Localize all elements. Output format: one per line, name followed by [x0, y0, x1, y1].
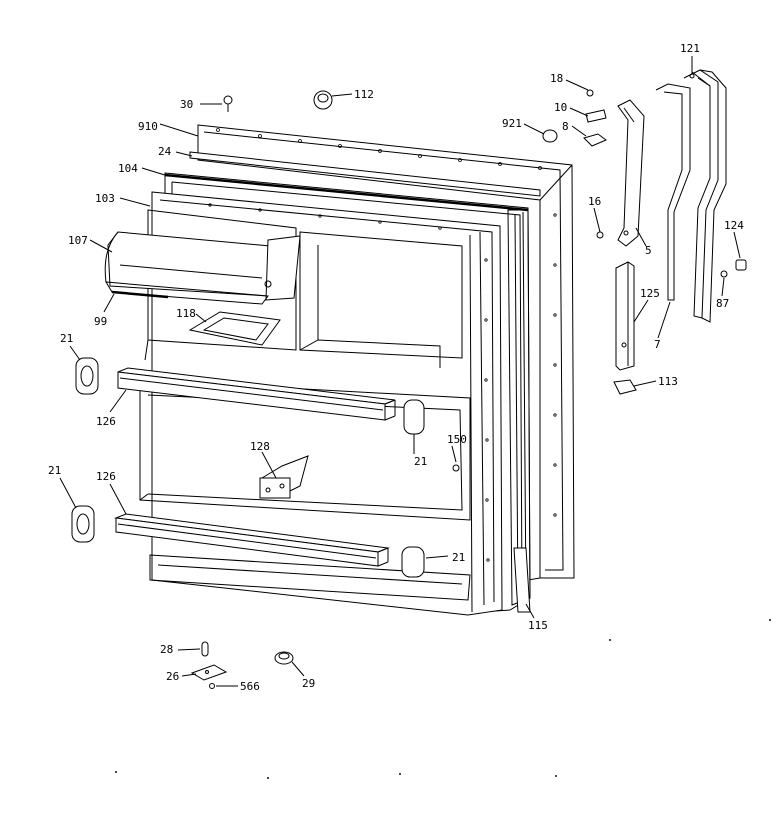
screw-30: [223, 95, 233, 112]
label-24: 24: [158, 145, 172, 158]
plate-26: [190, 664, 228, 681]
label-87: 87: [716, 297, 729, 310]
leader-lines: [59, 56, 741, 687]
label-21-left-lower: 21: [48, 464, 61, 477]
label-150: 150: [447, 433, 467, 446]
bracket-128: [259, 455, 309, 499]
end-cap-21-right-upper: [403, 399, 425, 435]
label-121: 121: [680, 42, 700, 55]
label-566: 566: [240, 680, 260, 693]
clip-8: [583, 133, 607, 147]
label-921: 921: [502, 117, 522, 130]
pin-28: [201, 641, 209, 657]
screw-16: [596, 231, 604, 239]
label-125: 125: [640, 287, 660, 300]
clip-10: [585, 109, 607, 123]
label-99: 99: [94, 315, 107, 328]
label-8: 8: [562, 120, 569, 133]
label-28: 28: [160, 643, 173, 656]
label-104: 104: [118, 162, 138, 175]
outer-door-panel: [197, 124, 575, 581]
label-10: 10: [554, 101, 567, 114]
plug-921: [542, 129, 558, 143]
hinge-5: [617, 99, 645, 247]
end-cap-21-left-upper: [75, 357, 99, 395]
screw-150: [452, 464, 460, 472]
label-118: 118: [176, 307, 196, 320]
handle-strip-125: [615, 261, 635, 371]
screw-18: [586, 89, 594, 97]
label-126-lower: 126: [96, 470, 116, 483]
hinge-bar-7: [655, 83, 691, 301]
label-16: 16: [588, 195, 601, 208]
end-cap-21-right-lower: [401, 546, 425, 578]
label-29: 29: [302, 677, 315, 690]
label-5: 5: [645, 244, 652, 257]
shelf-rail-upper: [117, 367, 396, 421]
dairy-door-107: [104, 231, 301, 305]
clip-113: [613, 379, 637, 395]
end-cap-21-left-lower: [71, 505, 95, 543]
label-910: 910: [138, 120, 158, 133]
spacer-124: [735, 259, 747, 271]
shelf-rail-lower: [114, 513, 390, 567]
hinge-bar-121: [683, 69, 727, 323]
label-18: 18: [550, 72, 563, 85]
screw-87: [720, 270, 728, 278]
screw-566: [209, 683, 215, 689]
label-103: 103: [95, 192, 115, 205]
label-21-right-upper: 21: [414, 455, 427, 468]
label-30: 30: [180, 98, 193, 111]
hinge-strip-99: [111, 290, 169, 299]
label-115: 115: [528, 619, 548, 632]
tray-118: [188, 311, 281, 346]
label-21-right-lower: 21: [452, 551, 465, 564]
label-128: 128: [250, 440, 270, 453]
scan-specks: [115, 619, 772, 780]
label-113: 113: [658, 375, 678, 388]
plug-112: [313, 90, 333, 110]
label-126-upper: 126: [96, 415, 116, 428]
label-107: 107: [68, 234, 88, 247]
label-21-left-upper: 21: [60, 332, 73, 345]
label-26: 26: [166, 670, 179, 683]
bumper-29: [274, 651, 294, 665]
label-124: 124: [724, 219, 744, 232]
label-7: 7: [654, 338, 661, 351]
label-112: 112: [354, 88, 374, 101]
